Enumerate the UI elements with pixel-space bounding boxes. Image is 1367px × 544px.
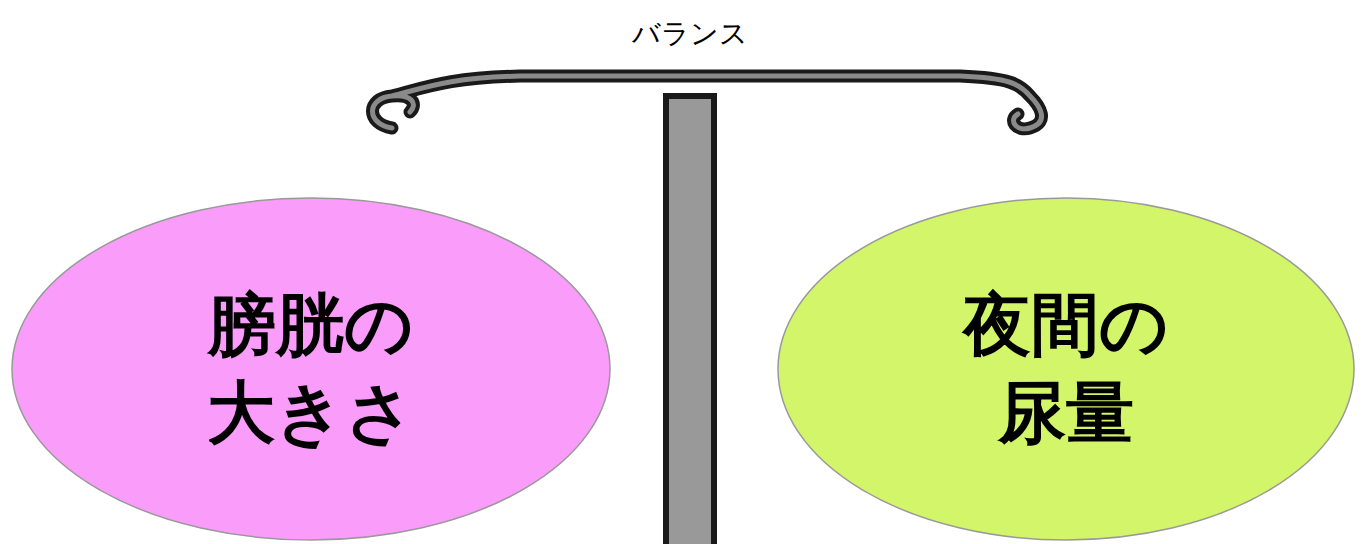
scale-beam: [373, 76, 1042, 129]
ellipse-node: 夜間の 尿量: [776, 196, 1356, 542]
node-label: 膀胱の 大きさ: [196, 281, 426, 458]
ellipse-outline: [778, 198, 1354, 540]
node-label: 夜間の 尿量: [951, 281, 1181, 458]
ellipse-node: 膀胱の 大きさ: [10, 196, 612, 542]
scale-beam-highlight: [373, 76, 1042, 129]
ellipse-shape: [776, 196, 1356, 542]
scale-label: バランス: [632, 15, 748, 53]
ellipse-shape: [10, 196, 612, 542]
ellipse-outline: [12, 198, 610, 540]
scale-pole: [666, 96, 714, 544]
